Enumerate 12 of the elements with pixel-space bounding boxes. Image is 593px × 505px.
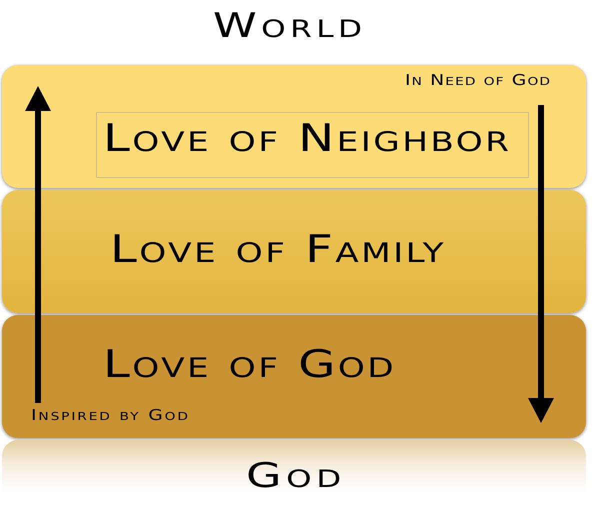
layer-band [2, 65, 586, 188]
reflection-band [2, 440, 586, 492]
arrow-caption: Inspired by God [31, 408, 190, 423]
band-heading: Love of God [103, 345, 396, 383]
band-heading: Love of Neighbor [103, 119, 512, 157]
arrow-caption: In Need of God [405, 73, 552, 88]
pole-label: God [246, 459, 346, 493]
heading-frame [96, 112, 529, 178]
layer-band [2, 315, 586, 438]
band-heading: Love of Family [110, 230, 446, 268]
layer-band [2, 190, 586, 313]
pole-label: World [213, 9, 366, 43]
